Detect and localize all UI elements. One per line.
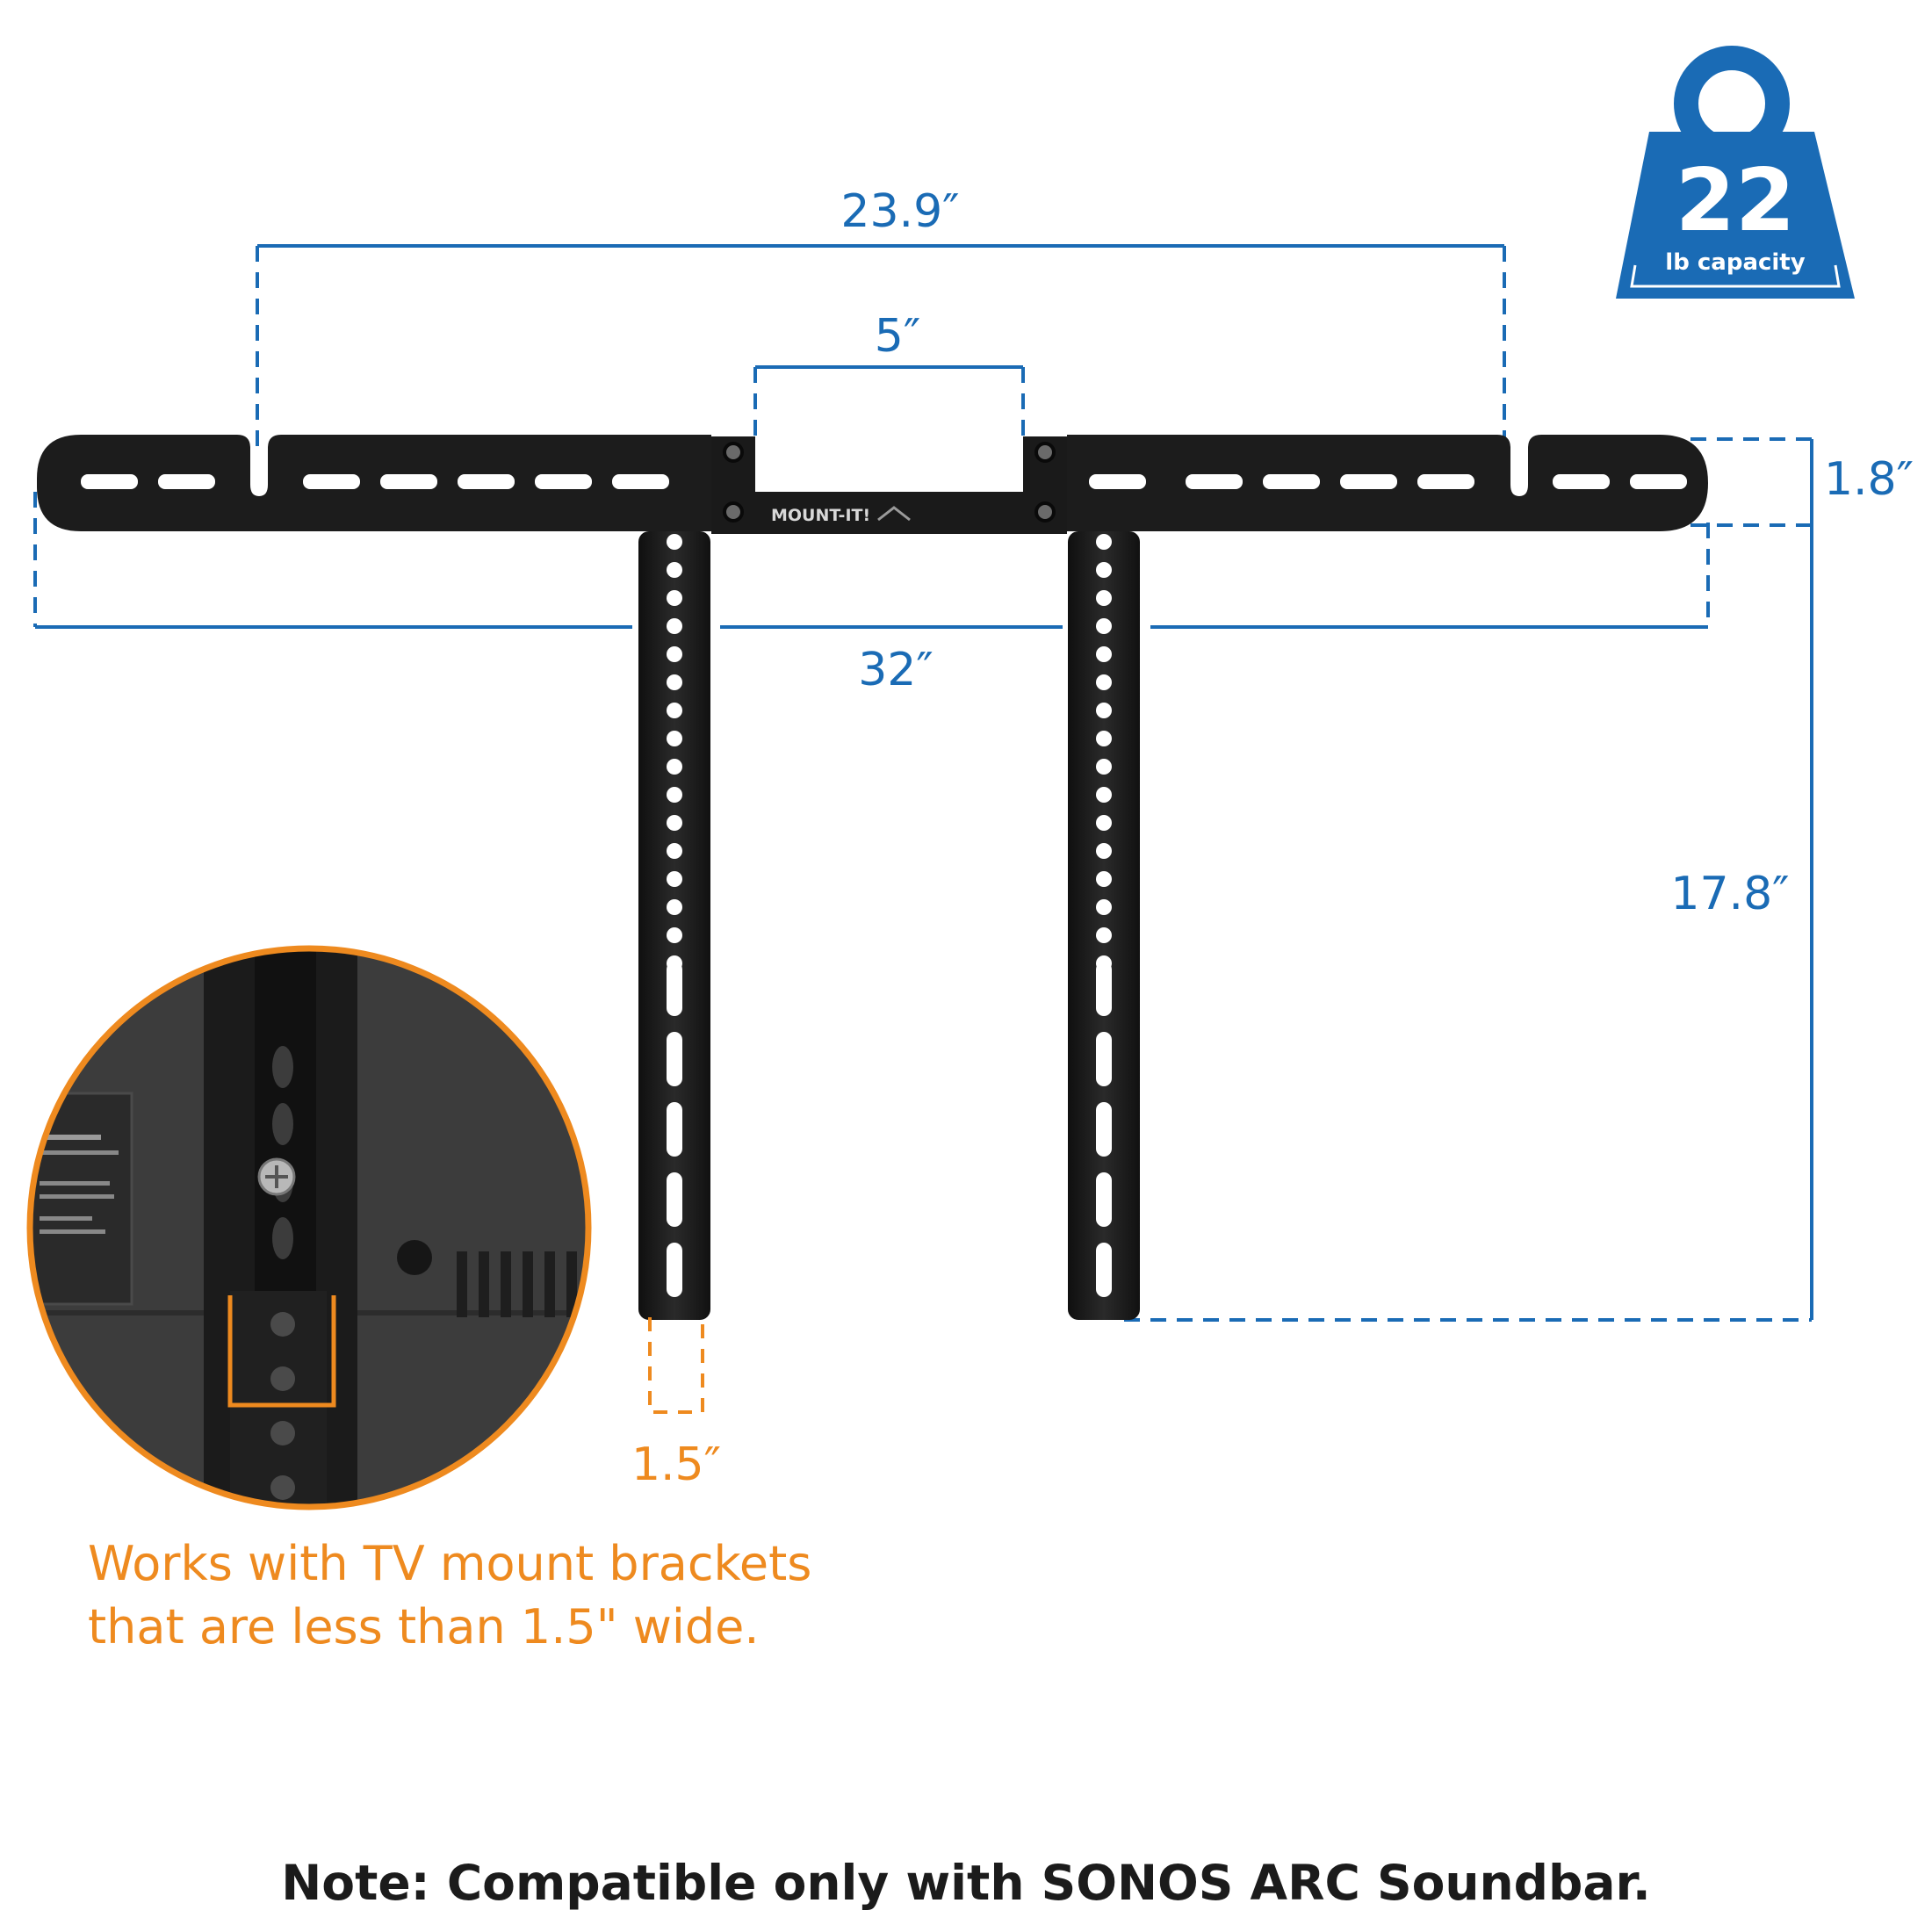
arm-hole <box>1096 534 1112 550</box>
bracket-slots <box>81 474 1687 489</box>
arm-hole <box>667 787 682 803</box>
arm-slot <box>667 1102 682 1157</box>
badge-value: 22 <box>1676 151 1795 251</box>
arm-hole <box>667 731 682 746</box>
arm-hole <box>667 618 682 634</box>
arm-hole <box>1096 562 1112 578</box>
arm-hole <box>1096 759 1112 775</box>
brand-label: MOUNT-IT! <box>771 506 870 525</box>
arm-hole <box>667 759 682 775</box>
arm-hole <box>667 562 682 578</box>
arm-hole <box>1096 618 1112 634</box>
arm-hole <box>667 646 682 662</box>
arm-slot <box>667 962 682 1016</box>
caption-line-2: that are less than 1.5" wide. <box>88 1599 760 1654</box>
arm-hole <box>667 899 682 915</box>
arm-slot <box>1096 1243 1112 1297</box>
arm-width-dimension <box>648 1317 704 1414</box>
arm-hole <box>1096 871 1112 887</box>
bracket-center-plate <box>711 436 1067 534</box>
arm-hole <box>1096 927 1112 943</box>
arm-hole <box>667 590 682 606</box>
bracket-arm-left <box>638 531 710 1320</box>
arm-hole <box>667 927 682 943</box>
arm-slot <box>667 1243 682 1297</box>
arm-hole <box>667 815 682 831</box>
bracket-left-end <box>37 435 711 531</box>
arm-hole <box>1096 674 1112 690</box>
arm-hole <box>667 534 682 550</box>
compatibility-caption: Works with TV mount brackets that are le… <box>88 1532 878 1659</box>
arm-hole <box>1096 703 1112 718</box>
bracket-arm-right <box>1068 531 1140 1320</box>
dimension-lines <box>33 244 1813 1322</box>
arm-slot <box>1096 962 1112 1016</box>
arm-slot <box>1096 1102 1112 1157</box>
arm-slot <box>1096 1032 1112 1086</box>
arm-hole <box>1096 843 1112 859</box>
arm-slot <box>1096 1172 1112 1227</box>
arm-slot <box>667 1172 682 1227</box>
arm-hole <box>1096 590 1112 606</box>
label-arm-width: 1.5″ <box>631 1438 721 1491</box>
arm-hole <box>667 843 682 859</box>
label-bar-height: 1.8″ <box>1824 453 1914 506</box>
arm-hole <box>1096 787 1112 803</box>
center-screws <box>723 442 1056 523</box>
arm-hole <box>667 703 682 718</box>
label-center-gap: 5″ <box>875 310 921 363</box>
arm-hole <box>667 674 682 690</box>
arm-hole <box>1096 899 1112 915</box>
compatibility-note: Note: Compatible only with SONOS ARC Sou… <box>281 1855 1651 1911</box>
soundbar-bracket: MOUNT-IT! <box>37 435 1708 1320</box>
weight-badge: 22 lb capacity <box>1616 46 1855 299</box>
zoom-inset-border <box>26 945 592 1510</box>
arm-slot <box>667 1032 682 1086</box>
arm-holes <box>667 534 1112 1297</box>
label-outer-hole-span: 23.9″ <box>840 185 959 238</box>
caption-line-1: Works with TV mount brackets <box>88 1536 812 1591</box>
brand-logo-icon <box>877 506 911 522</box>
arm-hole <box>1096 646 1112 662</box>
label-overall-width: 32″ <box>858 644 934 696</box>
label-arm-length: 17.8″ <box>1670 868 1789 920</box>
arm-hole <box>667 871 682 887</box>
badge-label: lb capacity <box>1665 249 1805 276</box>
zoom-inset <box>26 945 592 1510</box>
arm-hole <box>1096 815 1112 831</box>
arm-hole <box>1096 731 1112 746</box>
